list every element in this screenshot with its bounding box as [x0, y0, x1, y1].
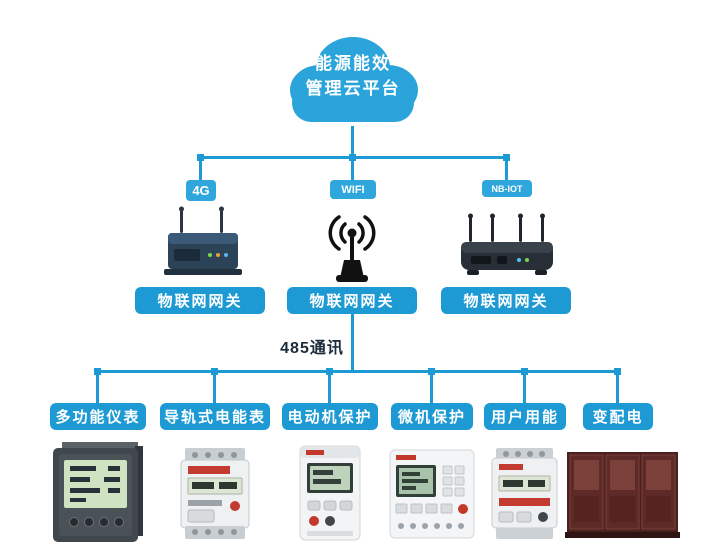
- protection-relay-image: [387, 446, 477, 541]
- motor-protector-image: [295, 443, 365, 543]
- cloud-title-line1: 能源能效: [315, 54, 391, 73]
- badge-4g: 4G: [186, 180, 216, 201]
- gateway-label-4g: 物联网网关: [135, 287, 265, 314]
- badge-nbiot: NB-IOT: [482, 180, 532, 197]
- gateway-label-wifi: 物联网网关: [287, 287, 417, 314]
- user-energy-meter-image: [487, 446, 562, 541]
- cloud-title-line2: 管理云平台: [305, 78, 401, 98]
- device-label-motor-protection: 电动机保护: [282, 403, 378, 430]
- connector-device-drop-4: [430, 370, 433, 403]
- device-label-power-distribution: 变配电: [583, 403, 653, 430]
- connector-device-drop-5: [523, 370, 526, 403]
- wifi-antenna-icon: [320, 212, 384, 284]
- cloud-platform: 能源能效 管理云平台: [278, 28, 428, 130]
- device-label-multifunction-meter: 多功能仪表: [50, 403, 146, 430]
- nbiot-router-icon: [457, 212, 557, 284]
- cloud-icon: [290, 37, 418, 122]
- cellular-router-icon: [160, 206, 245, 284]
- device-label-din-rail-meter: 导轨式电能表: [160, 403, 270, 430]
- gateway-label-nbiot: 物联网网关: [441, 287, 571, 314]
- multifunction-meter-image: [50, 440, 145, 545]
- connector-wifi-drop: [351, 156, 354, 182]
- connector-cloud-drop: [351, 126, 354, 158]
- connector-bottom-bus: [96, 370, 620, 373]
- device-label-protection-relay: 微机保护: [391, 403, 473, 430]
- connector-4g-drop: [199, 156, 202, 182]
- rs485-bus-label: 485通讯: [280, 340, 344, 357]
- device-label-user-energy: 用户用能: [484, 403, 566, 430]
- connector-device-drop-1: [96, 370, 99, 403]
- din-rail-meter-image: [175, 446, 255, 541]
- connector-device-drop-2: [213, 370, 216, 403]
- connector-device-drop-6: [616, 370, 619, 403]
- connector-device-drop-3: [328, 370, 331, 403]
- connector-nbiot-drop: [505, 156, 508, 182]
- badge-wifi: WIFI: [330, 180, 376, 199]
- cloud-title: 能源能效 管理云平台: [278, 52, 428, 101]
- connector-gateway-to-bus: [351, 314, 354, 372]
- switchgear-cabinet-image: [565, 448, 680, 540]
